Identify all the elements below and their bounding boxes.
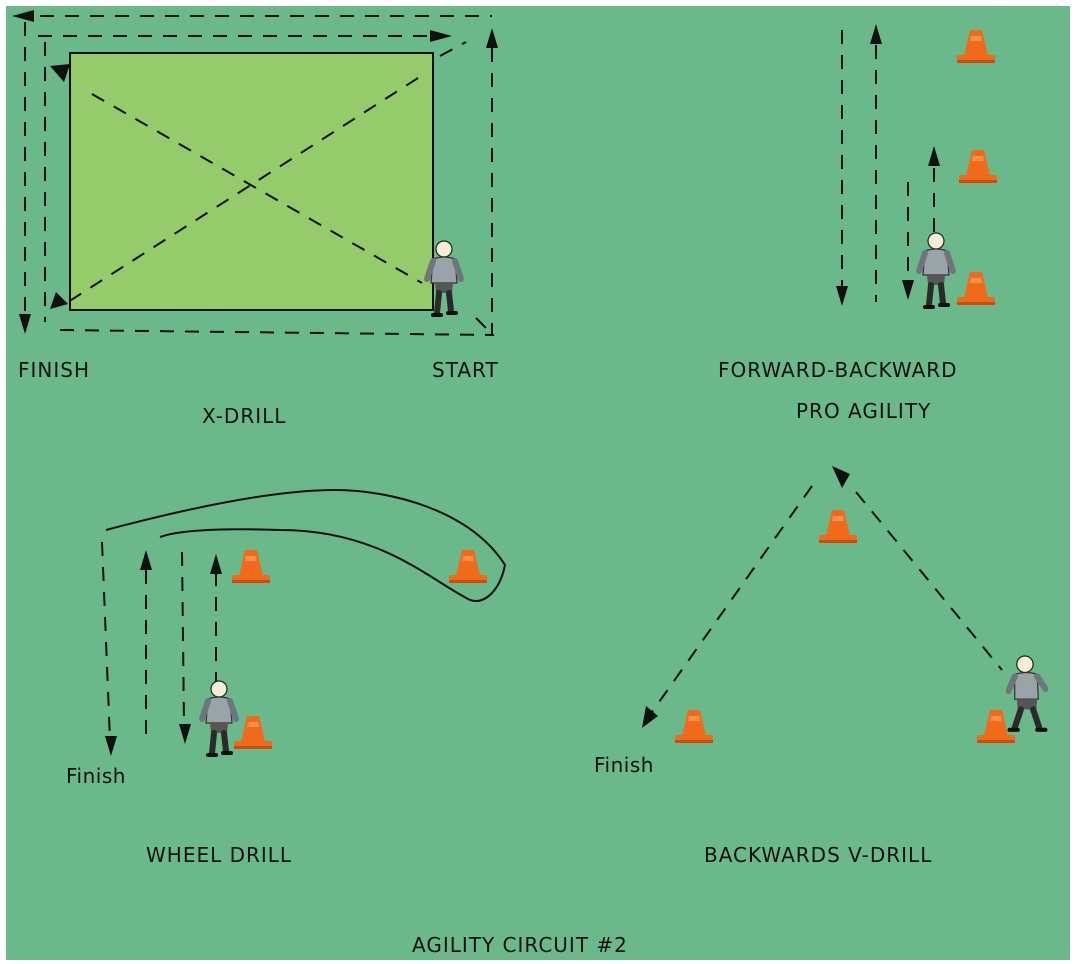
arrow-up-icon bbox=[928, 146, 940, 166]
arrow-up-left-icon bbox=[832, 466, 850, 488]
v-drill-finish-label: Finish bbox=[594, 753, 654, 777]
wheel-drill-path bbox=[181, 551, 185, 725]
x-drill-title: X-DRILL bbox=[202, 404, 287, 428]
arrow-left-icon bbox=[12, 10, 34, 22]
arrow-down-icon bbox=[105, 736, 117, 756]
v-drill-path bbox=[855, 491, 1003, 671]
x-drill-corner-path bbox=[439, 41, 467, 57]
wheel-drill-loop-path bbox=[105, 488, 507, 602]
arrow-up-icon bbox=[486, 28, 498, 48]
arrow-right-icon bbox=[430, 30, 452, 42]
arrow-up-icon bbox=[210, 554, 222, 574]
x-drill-start-label: START bbox=[432, 358, 499, 382]
arrow-down-left-icon bbox=[642, 706, 658, 728]
arrow-down-icon bbox=[836, 286, 848, 306]
backwards-v-drill bbox=[642, 466, 1045, 743]
wheel-drill-finish-label: Finish bbox=[66, 764, 126, 788]
arrow-up-icon bbox=[870, 24, 882, 44]
pro-agility-title: PRO AGILITY bbox=[796, 399, 932, 423]
wheel-drill-title: WHEEL DRILL bbox=[146, 843, 293, 867]
arrow-up-left-icon bbox=[50, 64, 70, 82]
forward-backward-title: FORWARD-BACKWARD bbox=[718, 358, 958, 382]
backwards-v-drill-title: BACKWARDS V-DRILL bbox=[704, 843, 933, 867]
arrow-down-icon bbox=[19, 314, 31, 334]
x-drill-bottom-path bbox=[59, 329, 495, 336]
x-drill-diagonal-path bbox=[91, 93, 423, 284]
arrow-down-icon bbox=[179, 724, 191, 744]
forward-backward-drill bbox=[836, 24, 997, 307]
arrow-up-icon bbox=[140, 550, 152, 570]
arrow-down-icon bbox=[902, 280, 914, 300]
x-drill-diagonal-path bbox=[67, 77, 419, 303]
arrow-down-left-icon bbox=[50, 292, 68, 309]
wheel-drill bbox=[101, 488, 507, 756]
x-drill-corner-path bbox=[475, 317, 493, 335]
x-drill bbox=[12, 10, 498, 336]
x-drill-square bbox=[69, 52, 434, 311]
v-drill-path bbox=[651, 485, 813, 713]
wheel-drill-path bbox=[101, 541, 111, 741]
circuit-title: AGILITY CIRCUIT #2 bbox=[412, 933, 628, 957]
x-drill-finish-label: FINISH bbox=[18, 358, 90, 382]
